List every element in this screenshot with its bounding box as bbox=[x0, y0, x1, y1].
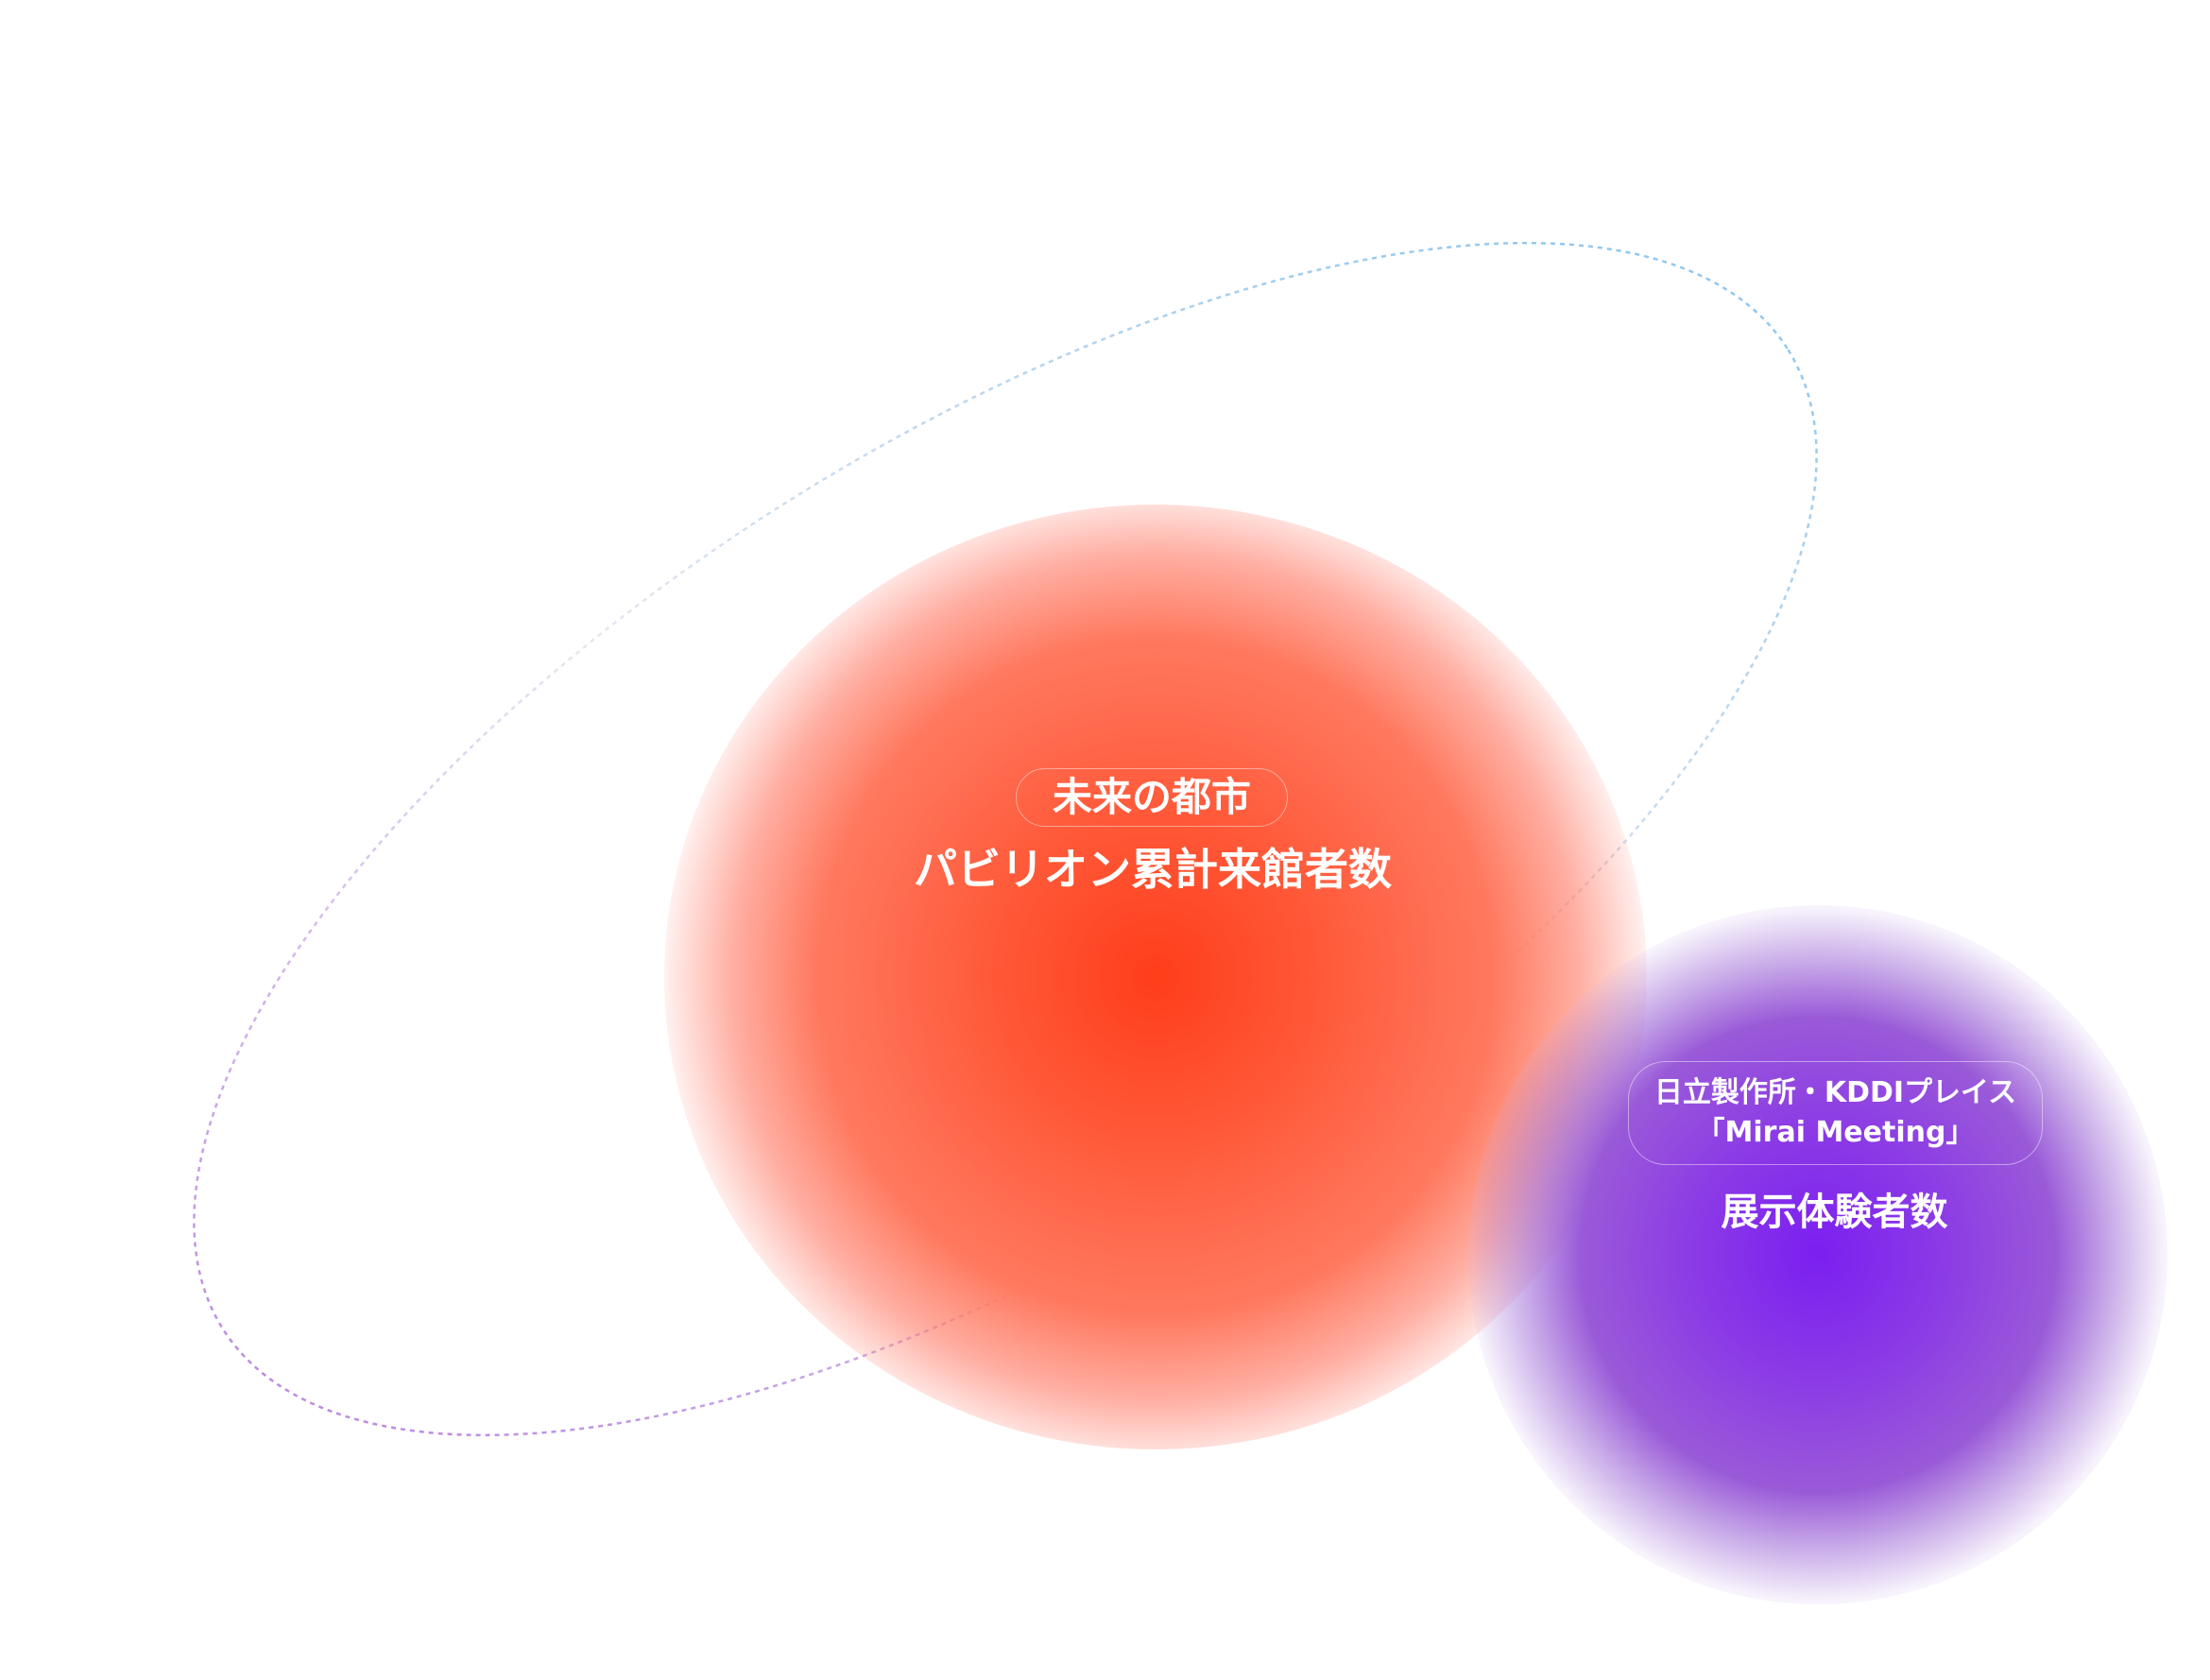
exhibit-experience-title: 展示体験者数 bbox=[1721, 1191, 1948, 1234]
exhibit-experience-circle bbox=[1468, 905, 2167, 1604]
mirai-meeting-badge-line2: 「Mirai Meeting」 bbox=[1696, 1116, 1975, 1149]
mirai-meeting-badge-line1: 日立製作所・KDDIプレイス bbox=[1653, 1076, 2017, 1109]
mirai-meeting-badge: 日立製作所・KDDIプレイス 「Mirai Meeting」 bbox=[1628, 1061, 2043, 1165]
pavilion-visitors-title: パビリオン累計来館者数 bbox=[914, 844, 1392, 895]
future-city-badge: 未来の都市 bbox=[1016, 768, 1288, 827]
